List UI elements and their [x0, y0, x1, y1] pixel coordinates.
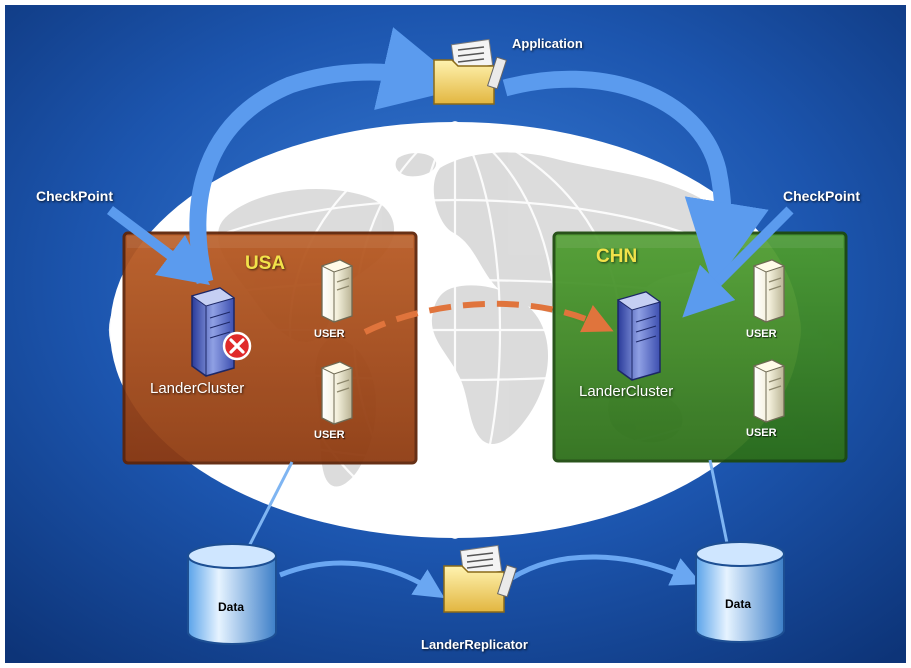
application-folder-icon — [433, 38, 508, 105]
data-label-chn: Data — [725, 597, 752, 611]
usa-user-1-server-icon — [320, 259, 354, 323]
usa-data-cylinder-icon — [187, 543, 277, 645]
usa-user-2-server-icon — [320, 361, 354, 425]
chn-cluster-server-icon — [616, 291, 662, 381]
replicator-label: LanderReplicator — [421, 637, 528, 652]
region-label-usa: USA — [245, 253, 286, 274]
checkpoint-label-chn: CheckPoint — [783, 188, 861, 204]
chn-user-1-server-icon — [752, 259, 786, 323]
usa-cluster-server-icon — [190, 287, 236, 377]
chn-user-2-server-icon — [752, 359, 786, 423]
arrow-application-to-chn — [502, 70, 769, 287]
cluster-label-chn: LanderCluster — [579, 383, 674, 400]
data-label-usa: Data — [218, 600, 245, 614]
link-usa-data — [240, 461, 294, 561]
replicator-folder-icon — [443, 544, 518, 613]
cluster-label-usa: LanderCluster — [150, 380, 245, 397]
application-label: Application — [512, 36, 583, 51]
arrow-checkpoint-usa — [107, 206, 210, 285]
chn-data-cylinder-icon — [695, 541, 785, 643]
user-label-chn-2: USER — [746, 427, 777, 439]
arrow-usa-to-application — [189, 27, 467, 285]
failure-x-icon — [222, 331, 252, 361]
user-label-usa-2: USER — [314, 429, 345, 441]
checkpoint-label-usa: CheckPoint — [36, 188, 114, 204]
user-label-chn-1: USER — [746, 328, 777, 340]
arrow-checkpoint-chn — [682, 206, 794, 318]
arrow-replicator-to-data — [510, 554, 702, 586]
link-chn-data — [708, 459, 730, 549]
arrow-data-to-replicator — [279, 560, 445, 599]
failover-arrow — [363, 300, 614, 335]
region-label-chn: CHN — [596, 246, 638, 267]
user-label-usa-1: USER — [314, 328, 345, 340]
